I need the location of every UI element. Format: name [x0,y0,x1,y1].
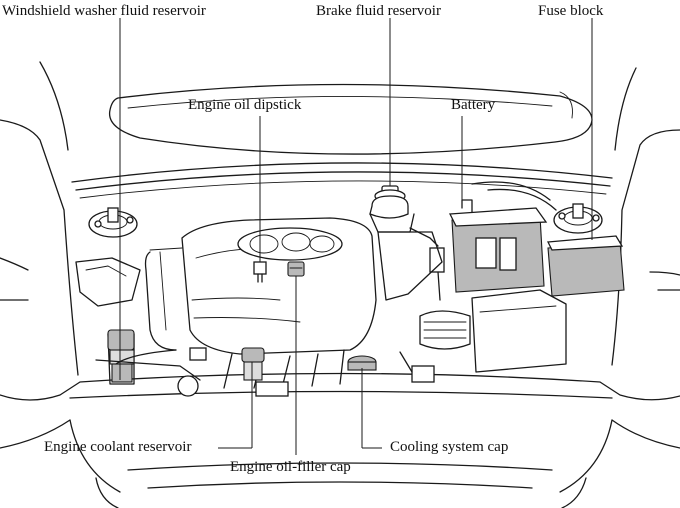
label-battery: Battery [451,97,496,113]
front-components [95,231,567,397]
label-cooling-system-cap: Cooling system cap [390,439,509,455]
fuse-block [546,235,625,297]
washer-reservoir [75,257,141,385]
dipstick-handle [253,261,267,283]
engine-cover [144,217,377,389]
cowl [71,162,613,199]
label-fuse-block: Fuse block [538,3,604,19]
oil-filler-cap [287,261,305,277]
label-engine-coolant-reservoir: Engine coolant reservoir [44,439,192,455]
cooling-system-cap [347,355,377,371]
hood [108,83,593,155]
label-brake-fluid-reservoir: Brake fluid reservoir [316,3,441,19]
label-engine-oil-dipstick: Engine oil dipstick [188,97,302,113]
label-windshield-washer-fluid-reservoir: Windshield washer fluid reservoir [2,3,206,19]
strut-tower-left [88,207,138,238]
leader-lines [119,18,593,455]
battery [448,181,557,293]
coolant-reservoir [241,347,265,381]
body-outline [0,61,680,508]
strut-tower-right [553,203,603,234]
brake-reservoir [369,185,445,301]
label-engine-oil-filler-cap: Engine oil-filler cap [230,459,351,475]
